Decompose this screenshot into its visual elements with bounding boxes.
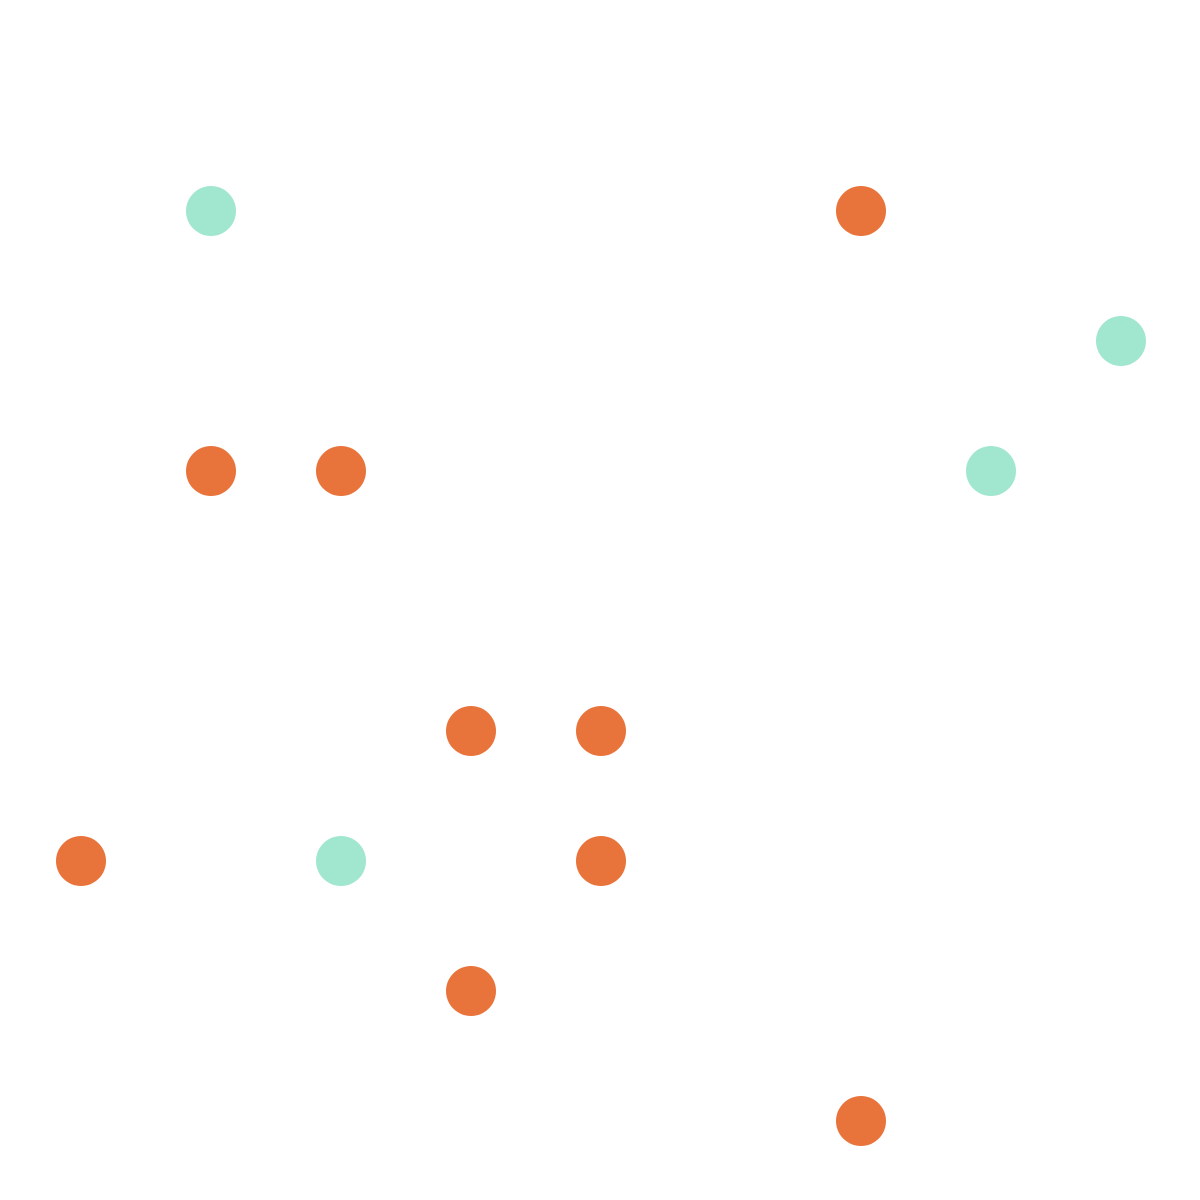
dot-mint <box>186 186 236 236</box>
dot-mint <box>316 836 366 886</box>
dot-orange <box>836 186 886 236</box>
dot-orange <box>446 706 496 756</box>
dot-orange <box>576 706 626 756</box>
dot-mint <box>966 446 1016 496</box>
dot-orange <box>186 446 236 496</box>
dot-orange <box>446 966 496 1016</box>
dot-orange <box>56 836 106 886</box>
dot-orange <box>576 836 626 886</box>
dot-orange <box>316 446 366 496</box>
dot-orange <box>836 1096 886 1146</box>
dot-mint <box>1096 316 1146 366</box>
